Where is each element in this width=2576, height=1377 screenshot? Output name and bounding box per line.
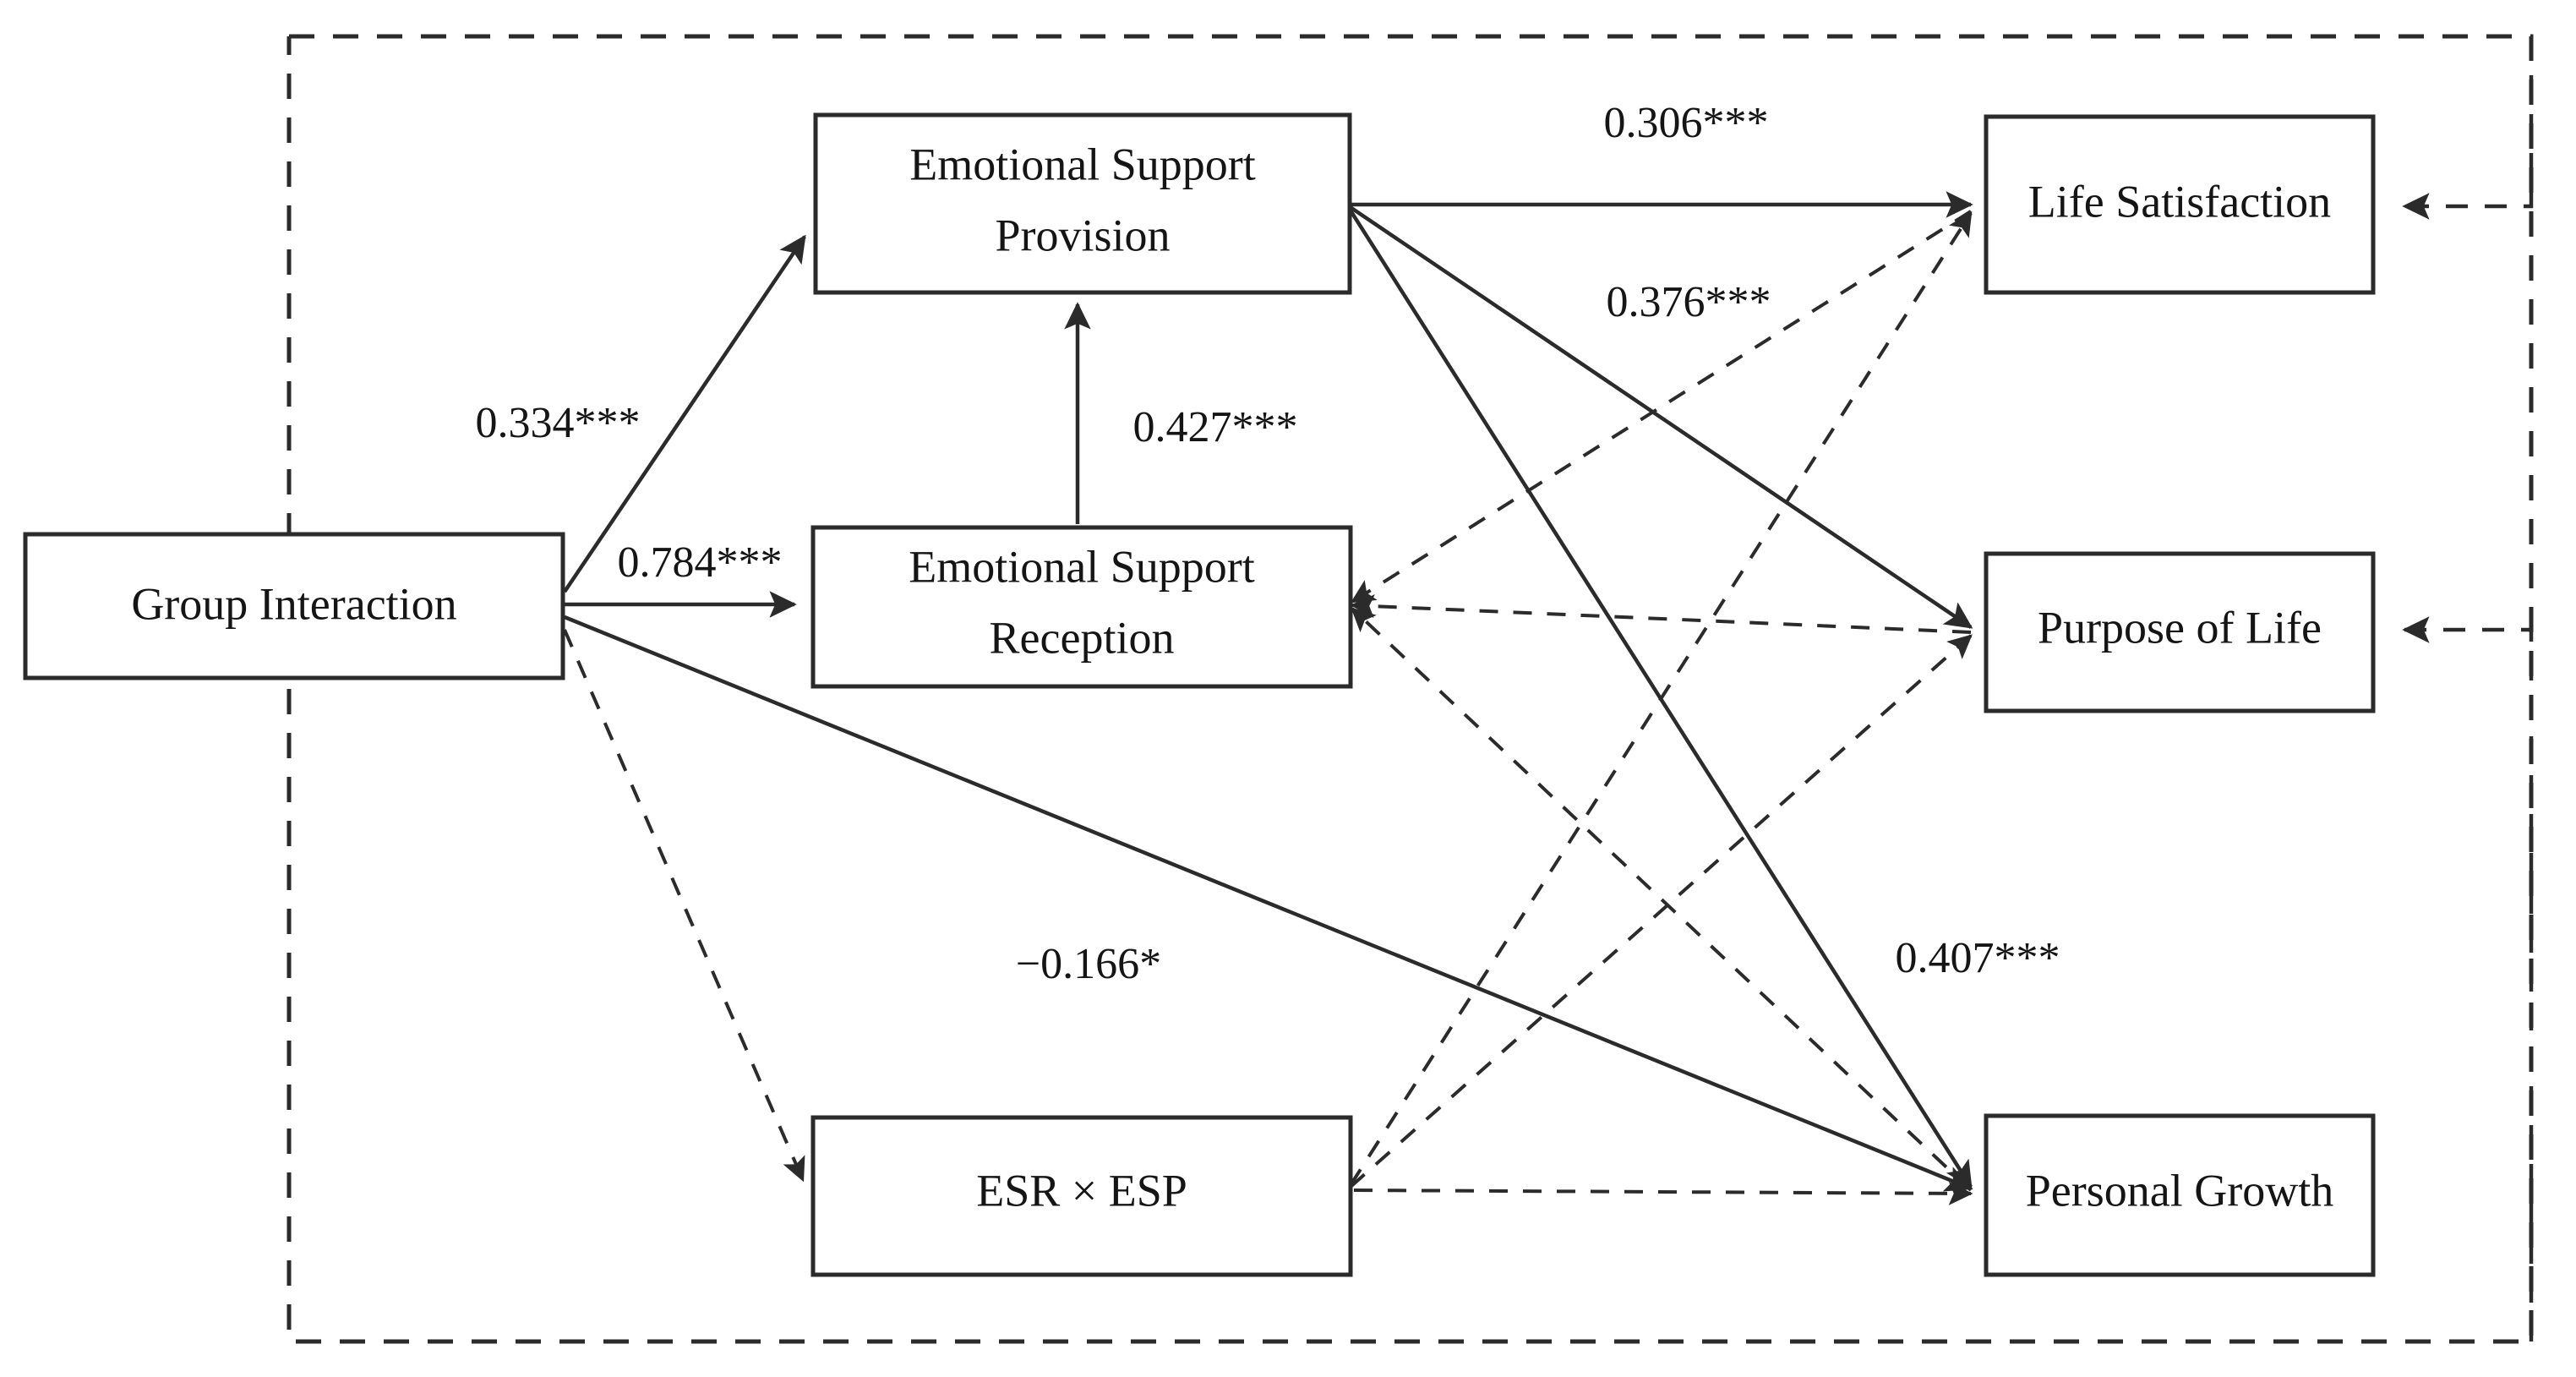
- node-box-purpose-of-life[interactable]: [1984, 551, 2376, 713]
- node-label-esp-line2: Provision: [995, 210, 1170, 260]
- edge-boundary-to-purpose-of-life: [2402, 616, 2534, 1341]
- edge-esr-personal-growth-dashed: [1351, 607, 1973, 1192]
- node-box-esr[interactable]: [810, 525, 1353, 689]
- node-label-esr-line2: Reception: [990, 612, 1175, 663]
- node-label-life-satisfaction: Life Satisfaction: [2028, 176, 2331, 227]
- edge-interaction-term-to-life-satisfaction: [1349, 210, 1973, 1187]
- model-boundary: [287, 34, 2534, 1344]
- node-label-group-interaction: Group Interaction: [131, 578, 456, 629]
- node-emotional-support-reception[interactable]: Emotional Support Reception: [810, 525, 1353, 689]
- node-box-group-interaction[interactable]: [23, 532, 565, 680]
- node-interaction-term[interactable]: ESR × ESP: [810, 1115, 1353, 1277]
- coef-label-gi-to-esp: 0.334***: [476, 399, 641, 447]
- edge-esr-purpose-of-life-dashed: [1350, 594, 1972, 634]
- edge-esp-to-purpose-of-life: [1347, 205, 1973, 629]
- edge-esr-life-satisfaction-dashed: [1350, 210, 1973, 604]
- node-emotional-support-provision[interactable]: Emotional Support Provision: [813, 112, 1352, 295]
- node-personal-growth[interactable]: Personal Growth: [1984, 1113, 2376, 1277]
- node-label-personal-growth: Personal Growth: [2026, 1165, 2333, 1216]
- node-group-interaction[interactable]: Group Interaction: [23, 532, 565, 680]
- node-label-purpose-of-life: Purpose of Life: [2038, 602, 2322, 653]
- node-label-esp-line1: Emotional Support: [909, 139, 1255, 189]
- node-purpose-of-life[interactable]: Purpose of Life: [1984, 551, 2376, 713]
- edge-interaction-term-to-purpose-of-life: [1349, 634, 1973, 1188]
- coef-label-esp-to-personal-growth: 0.407***: [1896, 934, 2060, 982]
- coef-label-esp-to-purpose-of-life: 0.376***: [1607, 278, 1771, 326]
- edge-group-interaction-to-interaction-term: [563, 629, 805, 1183]
- coef-label-esp-to-life-satisfaction: 0.306***: [1604, 99, 1769, 147]
- node-label-esr-line1: Emotional Support: [909, 541, 1254, 592]
- node-box-esp[interactable]: [813, 112, 1352, 295]
- edge-interaction-term-to-personal-growth: [1353, 1181, 1973, 1205]
- edge-group-interaction-to-esp: [563, 234, 806, 593]
- node-box-interaction-term[interactable]: [810, 1115, 1353, 1277]
- coef-label-gi-to-esr: 0.784***: [618, 538, 783, 587]
- node-life-satisfaction[interactable]: Life Satisfaction: [1984, 114, 2376, 295]
- coef-label-esr-to-esp: 0.427***: [1133, 403, 1298, 451]
- edge-group-interaction-to-personal-growth: [564, 615, 1973, 1192]
- node-box-personal-growth[interactable]: [1984, 1113, 2376, 1277]
- node-label-interaction-term: ESR × ESP: [976, 1165, 1187, 1216]
- coef-label-gi-to-personal-growth: −0.166*: [1016, 940, 1161, 988]
- edge-boundary-to-life-satisfaction: [2402, 36, 2534, 220]
- node-box-life-satisfaction[interactable]: [1984, 114, 2376, 295]
